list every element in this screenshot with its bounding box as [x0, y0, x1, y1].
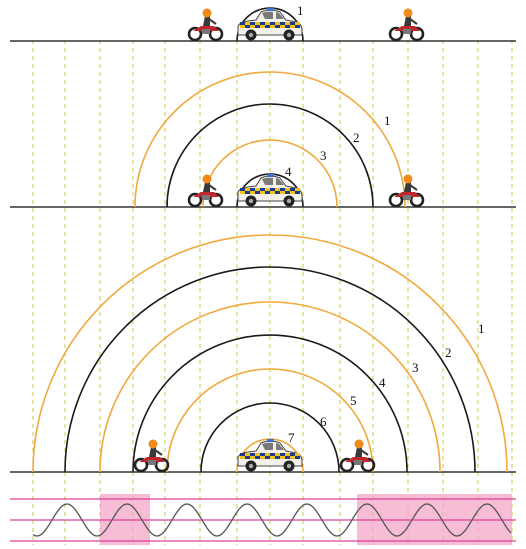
arc-label: 5	[350, 393, 357, 408]
wavefront-arc	[132, 334, 408, 473]
police-car-icon	[237, 7, 303, 41]
sine-wave	[32, 503, 512, 537]
road-lines	[10, 40, 516, 473]
arc-label: 1	[297, 3, 304, 18]
arc-label: 1	[478, 321, 485, 336]
wavefront-arc	[32, 234, 508, 473]
wavefront-arc	[200, 402, 340, 473]
pitch-wave-band	[10, 494, 516, 545]
arc-label: 2	[445, 345, 452, 360]
motorcycle-icon	[187, 173, 224, 208]
arc-label: 3	[412, 360, 419, 375]
wavefront-arc	[64, 266, 476, 473]
wavefront-arc	[166, 103, 374, 208]
vehicles	[133, 7, 425, 473]
wavefront-arc	[134, 71, 406, 208]
arc-label: 4	[285, 164, 292, 179]
motorcycle-icon	[388, 7, 425, 42]
arc-label: 6	[320, 414, 327, 429]
arc-label: 3	[320, 148, 327, 163]
motorcycle-icon	[187, 7, 224, 42]
arc-label: 4	[379, 375, 386, 390]
wavefront-arc	[99, 301, 441, 473]
arc-number-labels: 1 1 2 3 4 1 2 3 4 5 6 7	[285, 3, 485, 445]
motorcycle-icon	[133, 438, 170, 473]
arc-label: 7	[288, 430, 295, 445]
arc-label: 1	[384, 113, 391, 128]
wavefront-arc	[166, 368, 374, 473]
motorcycle-icon	[388, 173, 425, 208]
arc-label: 2	[353, 130, 360, 145]
